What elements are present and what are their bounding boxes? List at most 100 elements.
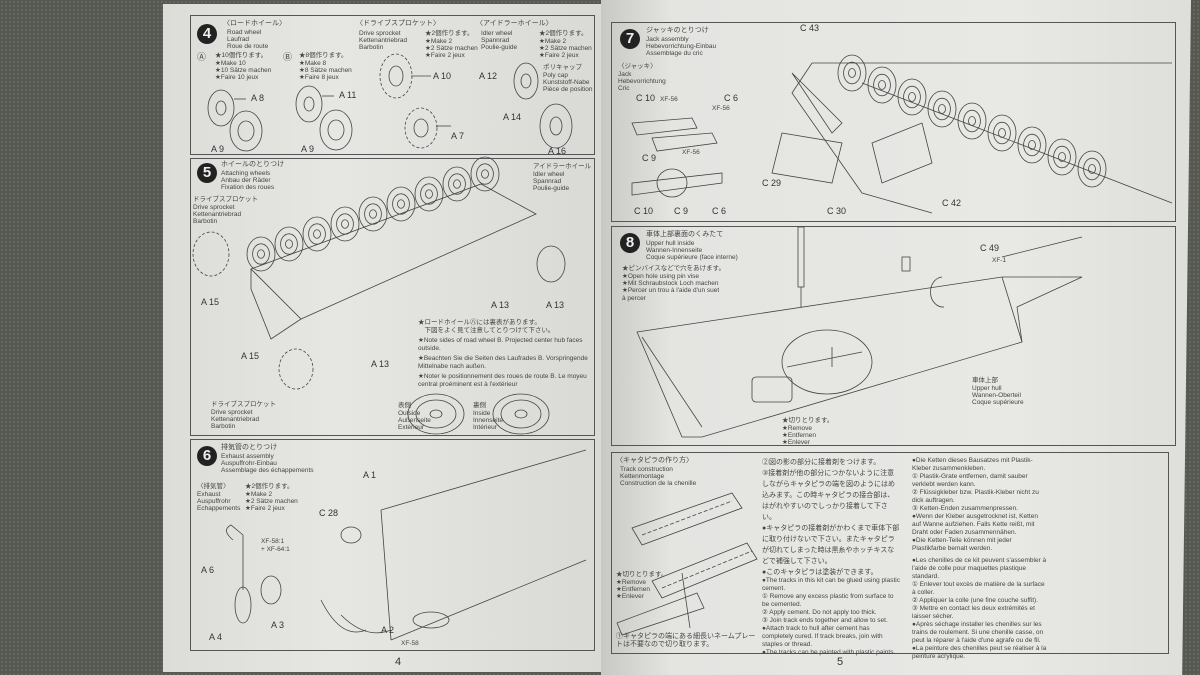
idler-de: Spannrad <box>481 37 510 44</box>
remove-en: ★Remove <box>616 579 647 586</box>
road-wheel <box>1058 152 1066 162</box>
road-wheel <box>848 68 856 78</box>
part-label: A 16 <box>548 146 567 156</box>
road-wheel <box>481 169 489 179</box>
track-construction-panel: 〈キャタピラの作り方〉 Track construction Kettenmon… <box>611 452 1169 660</box>
step6-title-fr: Assemblage des échappements <box>221 467 314 474</box>
step-number: 5 <box>197 163 217 183</box>
exhaust-jp: 〈排気管〉 <box>197 483 230 490</box>
road-wheel <box>414 176 444 212</box>
idler-de: Spannrad <box>533 178 562 185</box>
part-label: C 10 <box>636 93 656 103</box>
road-wheel <box>442 166 472 202</box>
sprocket-make-jp: ★2個作ります。 <box>425 30 474 37</box>
sprocket-en: Drive sprocket <box>193 204 235 211</box>
poly-cap-jp: ポリキャップ <box>543 64 582 71</box>
step7-title-de: Hebevorrichtung-Einbau <box>646 43 717 50</box>
step8-title-de: Wannen-Innenseite <box>646 247 703 254</box>
step5-title-jp: ホイールのとりつけ <box>221 161 285 168</box>
part-label: A 9 <box>301 144 315 154</box>
poly-cap-fr: Pièce de position <box>543 86 593 93</box>
part-label: A 7 <box>451 131 465 141</box>
road-wheel <box>867 66 897 104</box>
road-wheel <box>386 186 416 222</box>
step-4-panel: 4 〈ロードホイール〉 Road wheel Laufrad Roue de r… <box>190 15 595 156</box>
left-page: 4 〈ロードホイール〉 Road wheel Laufrad Roue de r… <box>163 4 601 672</box>
page-number: 5 <box>837 656 844 668</box>
jack-fr: Cric <box>618 85 630 92</box>
idler-make-de: ★2 Sätze machen <box>539 45 592 52</box>
idler-make-en: ★Make 2 <box>539 38 567 45</box>
idler-fr: Poulie-guide <box>481 44 518 51</box>
road-wheel <box>285 239 293 249</box>
step-number: 6 <box>197 446 217 466</box>
group-a-make-jp: ★10個作ります。 <box>215 52 268 59</box>
inside-fr: Intérieur <box>473 424 497 431</box>
part-label: A 13 <box>546 300 565 310</box>
right-page: 7 ジャッキのとりつけ Jack assembly Hebevorrichtun… <box>601 0 1191 675</box>
step7-title-jp: ジャッキのとりつけ <box>646 27 709 34</box>
tracks-instructions-fr: ●Les chenilles de ce kit peuvent s'assem… <box>912 557 1047 660</box>
note-jp: ★ロードホイール㊇には裏表があります。 下図をよく見て注意してとりつけて下さい。 <box>418 319 555 334</box>
road-wheel <box>897 78 927 116</box>
exhaust-drawing <box>226 449 587 641</box>
step-8-panel: 8 車体上部裏面のくみたて Upper hull inside Wannen-I… <box>611 226 1176 446</box>
upper-hull-drawing <box>636 226 1083 438</box>
idler-make-jp: ★2個作ります。 <box>539 30 588 37</box>
road-wheel <box>908 92 916 102</box>
part-label: C 10 <box>634 206 654 216</box>
part-label: C 6 <box>724 93 739 103</box>
step6-title-jp: 排気管のとりつけ <box>221 444 278 451</box>
road-wheel <box>308 223 326 245</box>
part-label: A 6 <box>201 565 215 575</box>
road-wheel <box>927 90 957 128</box>
sprocket-fr: Barbotin <box>193 218 218 225</box>
idler-jp: アイドラーホイール <box>533 163 592 170</box>
outside-fr: Extérieur <box>398 424 425 431</box>
sprocket-de: Kettenantriebrad <box>359 37 408 44</box>
track-links-drawing <box>616 492 758 636</box>
road-wheel <box>987 114 1017 152</box>
road-wheel <box>1023 133 1041 157</box>
note-fr: ★Noter le positionnement des roues de ro… <box>418 373 587 388</box>
road-wheel <box>330 206 360 242</box>
part-label: C 29 <box>762 178 782 188</box>
step-5-panel: 5 ホイールのとりつけ Attaching wheels Anbau der R… <box>190 156 595 436</box>
sprocket-jp: ドライブスプロケット <box>193 196 258 203</box>
road-wheel <box>341 219 349 229</box>
tracks-note-jp: ①キャタピラの端にある細長いネームプレートは不要なので切り取ります。 <box>616 633 756 648</box>
idler-jp: 〈アイドラーホイール〉 <box>476 20 553 27</box>
tracks-title-de: Kettenmontage <box>620 473 665 480</box>
road-wheel <box>1028 140 1036 150</box>
sprocket-make-fr: ★Faire 2 jeux <box>425 52 465 59</box>
part-label: A 8 <box>251 93 265 103</box>
road-wheel <box>1083 157 1101 181</box>
tracks-instructions-jp: ②図の影の部分に接着剤をつけます。 ③接着剤が他の部分につかないように注意しなが… <box>762 459 900 576</box>
group-b-make-jp: ★8個作ります。 <box>299 52 348 59</box>
sprocket-make-de: ★2 Sätze machen <box>425 45 478 52</box>
group-a-mark: Ⓐ <box>197 52 207 62</box>
idler-fr: Poulie-guide <box>533 185 570 192</box>
jack-jp: 〈ジャッキ〉 <box>618 63 657 70</box>
sprocket-de: Kettenantriebrad <box>193 211 242 218</box>
outside-de: Außenseite <box>398 417 431 424</box>
step-number: 4 <box>197 24 217 44</box>
road-wheel <box>963 109 981 133</box>
road-wheel <box>358 196 388 232</box>
sprocket2-jp: ドライブスプロケット <box>211 401 276 408</box>
road-wheel <box>1088 164 1096 174</box>
road-wheel-de: Laufrad <box>227 36 250 43</box>
sprocket2-de: Kettenantriebrad <box>211 416 260 423</box>
sprocket2-en: Drive sprocket <box>211 409 253 416</box>
road-wheel <box>397 199 405 209</box>
road-wheel <box>878 80 886 90</box>
road-wheel <box>476 163 494 185</box>
road-wheel <box>252 243 270 265</box>
exhaust-fr: Echappements <box>197 505 241 512</box>
idler-en: Idler wheel <box>533 171 565 178</box>
part-label: A 11 <box>339 90 357 100</box>
step8-title-jp: 車体上部裏面のくみたて <box>646 231 724 238</box>
road-wheel <box>257 249 265 259</box>
make-de: ★2 Sätze machen <box>245 498 298 505</box>
road-wheel <box>1077 150 1107 188</box>
